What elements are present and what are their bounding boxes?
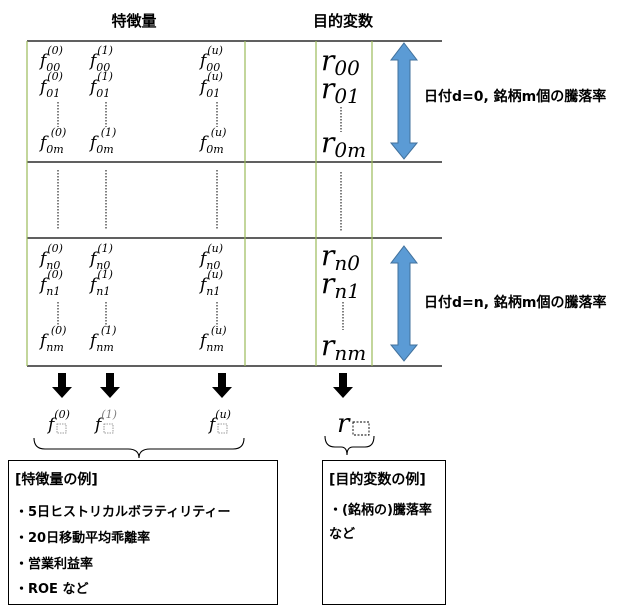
brace-target	[324, 435, 375, 456]
feature-example-item: ・5日ヒストリカルボラティリティー	[15, 505, 231, 520]
double-arrow-day0	[389, 42, 419, 160]
feature-examples-title: [特徴量の例]	[15, 472, 98, 488]
down-arrow-icon	[52, 373, 72, 398]
feature-cell: f00(u)	[198, 44, 223, 74]
target-example-item: ・(銘柄の)騰落率	[329, 503, 432, 518]
down-arrow-icon	[100, 373, 120, 398]
feature-cells-bottom: fn0(0) fn0(1) fn0(u) fn1(0) fn1(1) fn1(u…	[38, 242, 226, 354]
feature-cell: f00(0)	[38, 44, 63, 74]
feature-examples-box: [特徴量の例] ・5日ヒストリカルボラティリティー ・20日移動平均乖離率 ・営…	[8, 460, 278, 605]
feature-cell: fnm(0)	[38, 324, 66, 354]
placeholder-box-icon	[56, 423, 67, 434]
feature-cell: fn0(0)	[38, 242, 63, 272]
target-cell: r0m	[321, 126, 366, 162]
feature-cell: fn1(u)	[198, 268, 223, 298]
day0-label: 日付d=0, 銘柄m個の騰落率	[424, 88, 606, 105]
feature-output: f(1)	[93, 408, 117, 435]
target-cell: r00	[321, 44, 360, 80]
placeholder-box-icon	[352, 421, 370, 436]
feature-cell: fn1(1)	[88, 268, 113, 298]
placeholder-box-icon	[103, 423, 114, 434]
feature-example-item: ・20日移動平均乖離率	[15, 531, 151, 546]
table-vertical-lines	[26, 41, 373, 366]
target-cells: r00 r01 r0m rn0 rn1 rnm	[321, 44, 366, 365]
target-examples-box: [目的変数の例] ・(銘柄の)騰落率 など	[322, 460, 446, 605]
feature-cell: f0m(1)	[88, 126, 116, 156]
target-cell: rnm	[321, 329, 366, 365]
feature-output: f(0)	[46, 408, 70, 435]
feature-example-item: ・営業利益率	[15, 557, 94, 572]
target-example-item: など	[329, 527, 356, 542]
target-cell: r01	[321, 72, 360, 108]
feature-outputs: f(0) f(1) f(u)	[46, 408, 231, 435]
down-arrows	[52, 373, 353, 398]
feature-cell: fn0(u)	[198, 242, 223, 272]
feature-cell: fn1(0)	[38, 268, 63, 298]
target-output-symbol: r	[337, 409, 351, 439]
table-horizontal-lines	[27, 40, 442, 367]
feature-cell: f0m(0)	[38, 126, 66, 156]
placeholder-box-icon	[217, 423, 228, 434]
feature-cell: f01(1)	[88, 70, 113, 100]
ellipsis-dots	[57, 102, 344, 330]
target-cell: rn1	[321, 267, 360, 303]
feature-cell: f0m(u)	[198, 126, 226, 156]
feature-cell: f00(1)	[88, 44, 113, 74]
target-cell: rn0	[321, 239, 360, 275]
features-header: 特徴量	[111, 12, 156, 30]
target-output: r	[337, 409, 370, 439]
feature-cell: f01(0)	[38, 70, 63, 100]
feature-cell: fnm(1)	[88, 324, 116, 354]
feature-output: f(u)	[207, 408, 231, 435]
target-examples-title: [目的変数の例]	[329, 472, 426, 488]
down-arrow-icon	[212, 373, 232, 398]
brace-features	[33, 437, 245, 459]
dayn-label: 日付d=n, 銘柄m個の騰落率	[424, 294, 607, 311]
down-arrow-icon	[333, 373, 353, 398]
target-header: 目的変数	[313, 12, 374, 30]
feature-example-item: ・ROE など	[15, 582, 89, 597]
feature-cell: fn0(1)	[88, 242, 113, 272]
feature-cell: fnm(u)	[198, 324, 226, 354]
feature-cell: f01(u)	[198, 70, 223, 100]
double-arrow-dayn	[389, 245, 419, 362]
feature-cells-top: f00(0) f00(1) f00(u) f01(0) f01(1) f01(u…	[38, 44, 226, 156]
